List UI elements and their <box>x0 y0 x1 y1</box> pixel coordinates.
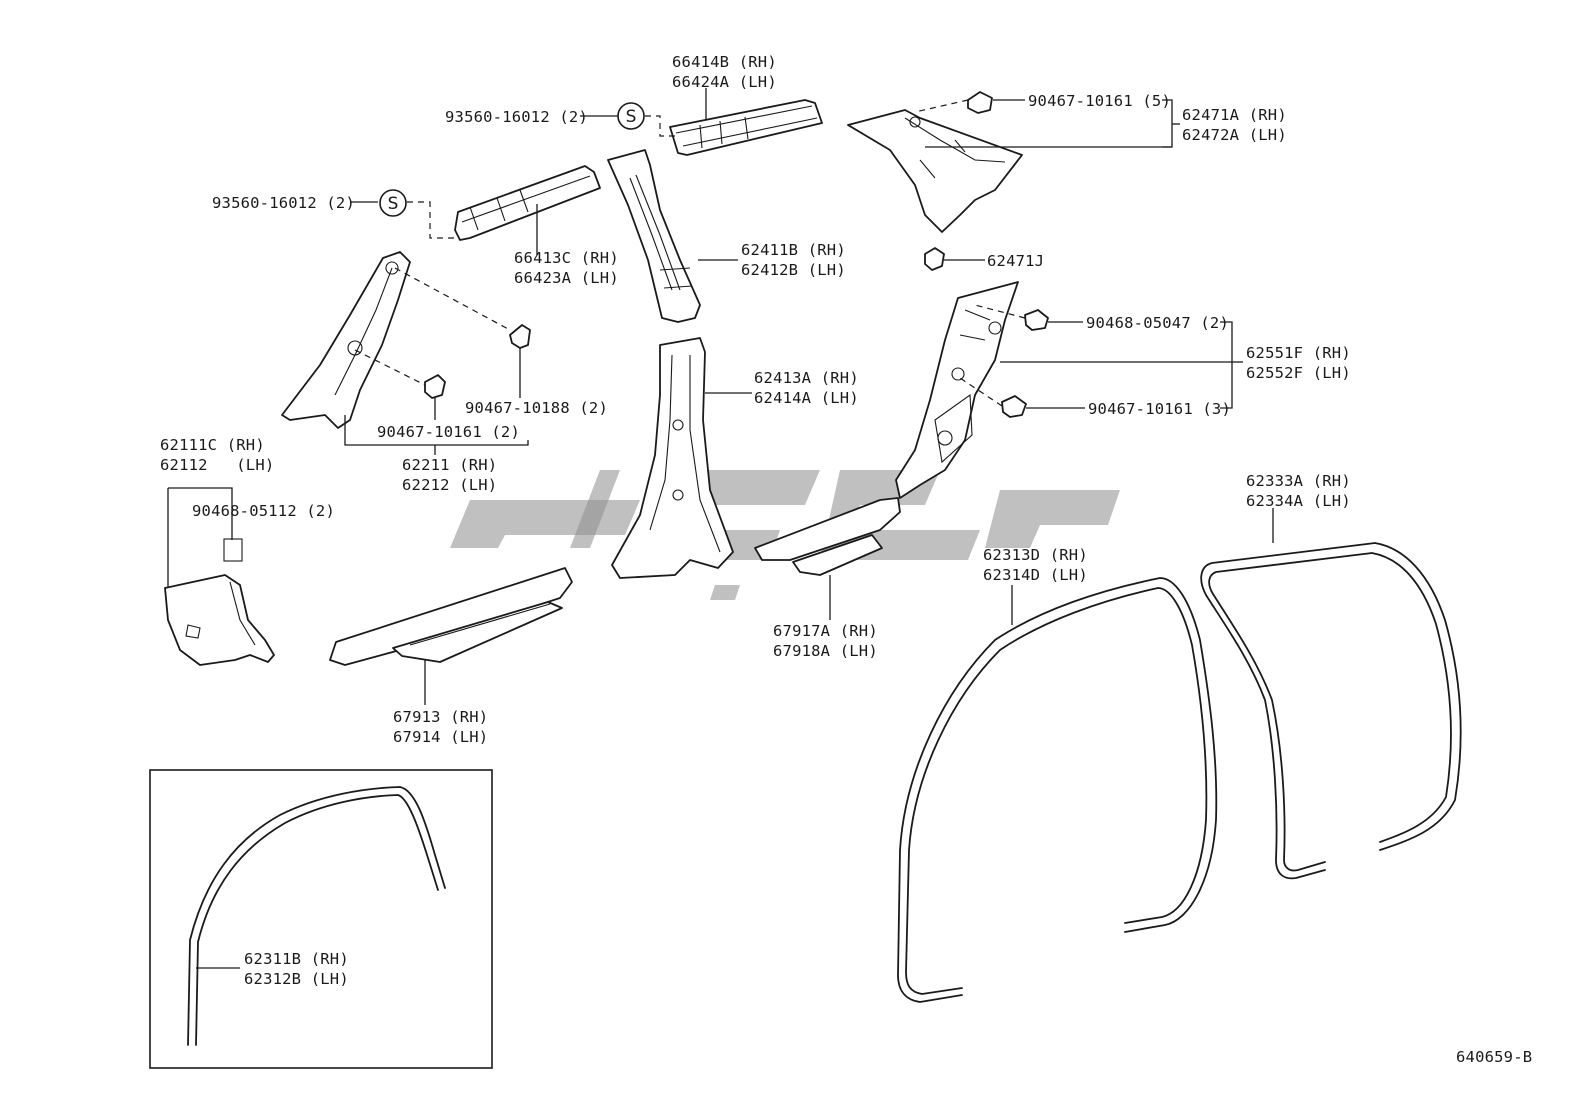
label-62413-lh: 62414A (LH) <box>754 389 859 407</box>
label-62313-rh: 62313D (RH) <box>983 546 1088 564</box>
label-93560-a: 93560-16012 (2) <box>445 108 588 126</box>
label-93560-b: 93560-16012 (2) <box>212 194 355 212</box>
label-90468-05047: 90468-05047 (2) <box>1086 314 1229 332</box>
label-62311-rh: 62311B (RH) <box>244 950 349 968</box>
label-66413-lh: 66423A (LH) <box>514 269 619 287</box>
label-62111-rh: 62111C (RH) <box>160 436 265 454</box>
part-62551-quarter-trim <box>895 281 1019 499</box>
label-90467-10161-2: 90467-10161 (2) <box>377 423 520 441</box>
label-62333-lh: 62334A (LH) <box>1246 492 1351 510</box>
clip-90467-10161-b <box>967 91 993 114</box>
label-66413-rh: 66413C (RH) <box>514 249 619 267</box>
part-62313-door-opening-trim <box>897 577 1218 1003</box>
label-62413-rh: 62413A (RH) <box>754 369 859 387</box>
label-62311-lh: 62312B (LH) <box>244 970 349 988</box>
label-90468-05112: 90468-05112 (2) <box>192 502 335 520</box>
label-62211-rh: 62211 (RH) <box>402 456 497 474</box>
clip-90468-05047 <box>1024 309 1049 331</box>
label-67917-lh: 67918A (LH) <box>773 642 878 660</box>
label-62313-lh: 62314D (LH) <box>983 566 1088 584</box>
part-66414-roof-rail-trim <box>669 99 823 156</box>
label-67913-lh: 67914 (LH) <box>393 728 488 746</box>
label-62471j: 62471J <box>987 252 1044 270</box>
screw-symbol-b: S <box>379 189 407 217</box>
clip-62471j <box>924 247 945 271</box>
diagram-code: 640659-B <box>1456 1048 1532 1066</box>
inset-detail-box <box>149 769 493 1069</box>
part-62333-door-opening-trim <box>1200 542 1462 880</box>
svg-text:S: S <box>626 107 637 127</box>
label-62211-lh: 62212 (LH) <box>402 476 497 494</box>
svg-text:S: S <box>388 194 399 214</box>
label-62471-rh: 62471A (RH) <box>1182 106 1287 124</box>
label-90467-10161-5: 90467-10161 (5) <box>1028 92 1171 110</box>
part-62111-cowl-side-trim <box>164 538 275 666</box>
clip-90467-10188 <box>509 324 531 349</box>
label-90467-10188: 90467-10188 (2) <box>465 399 608 417</box>
clip-90467-10161-a <box>424 374 446 399</box>
label-62333-rh: 62333A (RH) <box>1246 472 1351 490</box>
screw-symbol-a: S <box>617 102 645 130</box>
label-90467-10161-3: 90467-10161 (3) <box>1088 400 1231 418</box>
label-62411-rh: 62411B (RH) <box>741 241 846 259</box>
label-62551-lh: 62552F (LH) <box>1246 364 1351 382</box>
label-62411-lh: 62412B (LH) <box>741 261 846 279</box>
part-66413-roof-rail-trim <box>454 165 601 241</box>
part-62413-center-pillar-lower <box>611 337 734 579</box>
part-62211-front-pillar <box>281 251 411 429</box>
label-62471-lh: 62472A (LH) <box>1182 126 1287 144</box>
clip-90467-10161-c <box>1001 395 1027 418</box>
label-67913-rh: 67913 (RH) <box>393 708 488 726</box>
part-labels: 66414B (RH) 66424A (LH) 93560-16012 (2) … <box>160 53 1532 1066</box>
label-62551-rh: 62551F (RH) <box>1246 344 1351 362</box>
part-62411-center-pillar-upper <box>607 149 701 323</box>
part-62471-roof-side-trim <box>847 109 1023 233</box>
label-66414-lh: 66424A (LH) <box>672 73 777 91</box>
label-62111-lh: 62112 (LH) <box>160 456 274 474</box>
label-66414-rh: 66414B (RH) <box>672 53 777 71</box>
leader-lines <box>167 88 1274 969</box>
part-67917-scuff-plate <box>754 497 901 576</box>
part-67913-scuff-plate <box>329 567 573 666</box>
label-67917-rh: 67917A (RH) <box>773 622 878 640</box>
